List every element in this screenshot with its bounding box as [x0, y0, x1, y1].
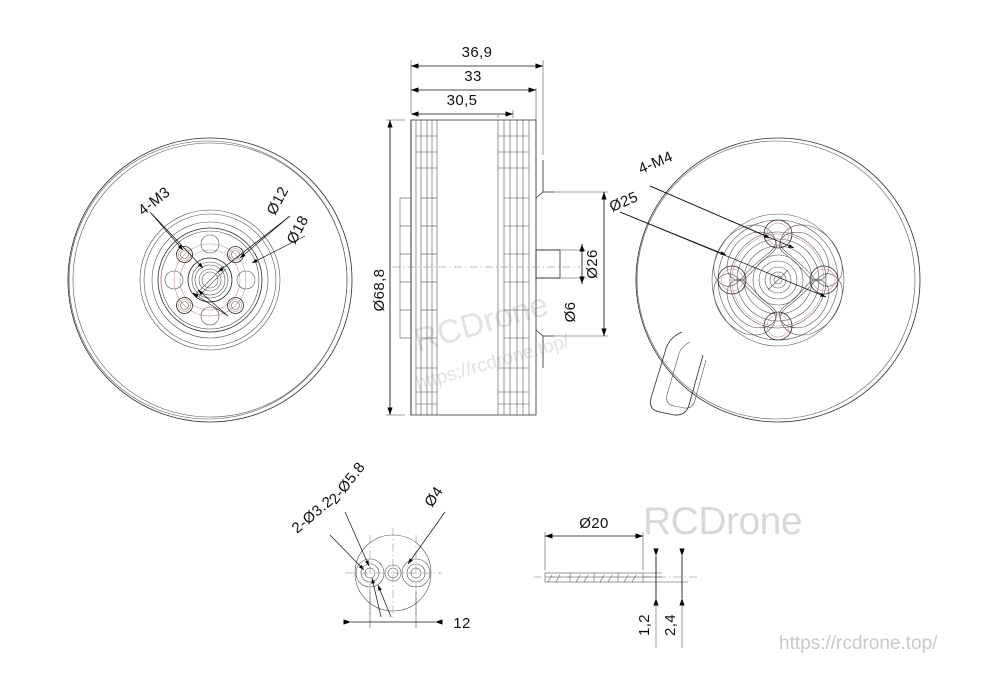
- washer-diameter-dimension: Ø20: [544, 515, 644, 570]
- section-view: 36,9 33 30,5 Ø68,8 Ø26 Ø6: [371, 44, 608, 415]
- washer-label-12: 1,2: [636, 614, 653, 636]
- front-leaders: [149, 211, 306, 317]
- watermark-footer-url: https://rcdrone.top/: [779, 633, 938, 654]
- section-label-d26: Ø26: [584, 249, 601, 279]
- section-label-369: 36,9: [462, 44, 493, 61]
- section-label-d688: Ø68,8: [371, 269, 388, 312]
- rear-leaders: [619, 185, 827, 298]
- prop-label-12: 12: [453, 615, 471, 632]
- front-plain-holes: [164, 234, 256, 326]
- washer-side-view: Ø20 1,2 2,4: [534, 515, 700, 648]
- section-label-33: 33: [464, 68, 482, 85]
- rear-cooling-slots: [713, 224, 843, 336]
- section-top-dimensions: 36,9 33 30,5: [410, 44, 544, 192]
- washer-label-d20: Ø20: [579, 515, 609, 532]
- washer-label-24: 2,4: [662, 614, 679, 636]
- rear-m4-holes: [718, 220, 838, 340]
- front-m3-holes: [177, 247, 244, 314]
- washer-thickness-dimensions: 1,2 2,4: [636, 548, 688, 648]
- section-label-305: 30,5: [447, 92, 478, 109]
- section-right-dimensions: Ø26 Ø6: [554, 191, 608, 337]
- section-left-dimension: Ø68,8: [371, 119, 405, 416]
- watermark-large-brand: RCDrone: [643, 500, 802, 543]
- section-label-d6: Ø6: [562, 302, 579, 323]
- prop-adapter-leaders: [329, 511, 446, 618]
- prop-adapter-width-dimension: 12: [343, 590, 471, 632]
